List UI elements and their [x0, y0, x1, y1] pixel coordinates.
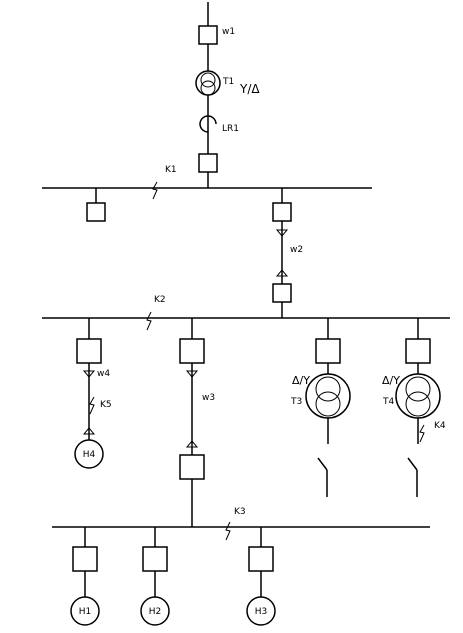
fault-k3 [225, 521, 231, 541]
label-k5: K5 [100, 400, 112, 410]
label-h3: H3 [255, 607, 268, 617]
motor-h3 [246, 596, 276, 626]
breaker-w2-top [272, 202, 292, 222]
label-h1: H1 [79, 607, 92, 617]
label-t3-connection: Δ/Y [292, 374, 310, 387]
switch-t3 [317, 457, 328, 471]
breaker-bus1-left [86, 202, 106, 222]
label-w2: w2 [290, 245, 303, 255]
fault-k5 [89, 396, 95, 415]
motor-h4 [74, 439, 104, 469]
label-t4-connection: Δ/Y [382, 374, 400, 387]
bus-3: K3 H1 H2 H3 [52, 507, 430, 626]
label-k2: K2 [154, 295, 166, 305]
cable-end-w4-top [82, 370, 96, 378]
fault-k2 [146, 311, 152, 331]
breaker-h3 [248, 546, 274, 572]
feeder-w4: w4 K5 H4 [74, 318, 112, 469]
label-k4: K4 [434, 421, 446, 431]
bus-2: K2 w4 K5 H4 w3 [42, 295, 450, 527]
breaker-w3-bottom [179, 454, 205, 480]
cable-end-w3-bottom [185, 440, 199, 448]
transformer-t4 [395, 373, 441, 419]
label-w1: w1 [222, 27, 235, 37]
cable-end-w2-top [275, 229, 289, 237]
feeder-h3: H3 [246, 527, 276, 626]
cable-end-w4-bottom [82, 427, 96, 435]
label-k3: K3 [234, 507, 246, 517]
label-w4: w4 [97, 369, 110, 379]
label-t3: T3 [290, 397, 302, 407]
cable-end-w3-top [185, 370, 199, 378]
label-lr1: LR1 [222, 124, 239, 134]
label-h2: H2 [149, 607, 162, 617]
label-t1: T1 [222, 77, 234, 87]
transformer-t3 [305, 373, 351, 419]
bus-1: K1 w2 [42, 165, 372, 318]
label-k1: K1 [165, 165, 177, 175]
feeder-w3: w3 [179, 318, 215, 527]
label-t4: T4 [382, 397, 394, 407]
breaker-t4 [405, 338, 431, 364]
motor-h2 [140, 596, 170, 626]
breaker-h1 [72, 546, 98, 572]
switch-t4 [407, 457, 418, 471]
breaker-w1 [198, 25, 218, 45]
label-t1-connection: Y/Δ [239, 82, 260, 96]
feeder-t3: Δ/Y T3 [290, 318, 351, 497]
breaker-w2-bottom [272, 283, 292, 303]
transformer-t1 [195, 70, 221, 96]
incoming-feeder: w1 T1 Y/Δ LR1 [195, 2, 260, 188]
breaker-lr1 [198, 153, 218, 173]
feeder-h1: H1 [70, 527, 100, 626]
fault-k1 [152, 181, 158, 200]
feeder-h2: H2 [140, 527, 170, 626]
breaker-h2 [142, 546, 168, 572]
motor-h1 [70, 596, 100, 626]
fault-k4 [419, 424, 425, 443]
reactor-lr1 [199, 115, 217, 133]
breaker-w4 [76, 338, 102, 364]
breaker-t3 [315, 338, 341, 364]
label-h4: H4 [83, 450, 96, 460]
breaker-w3-top [179, 338, 205, 364]
feeder-t4: Δ/Y T4 K4 [382, 318, 446, 497]
label-w3: w3 [202, 393, 215, 403]
cable-end-w2-bottom [275, 269, 289, 277]
